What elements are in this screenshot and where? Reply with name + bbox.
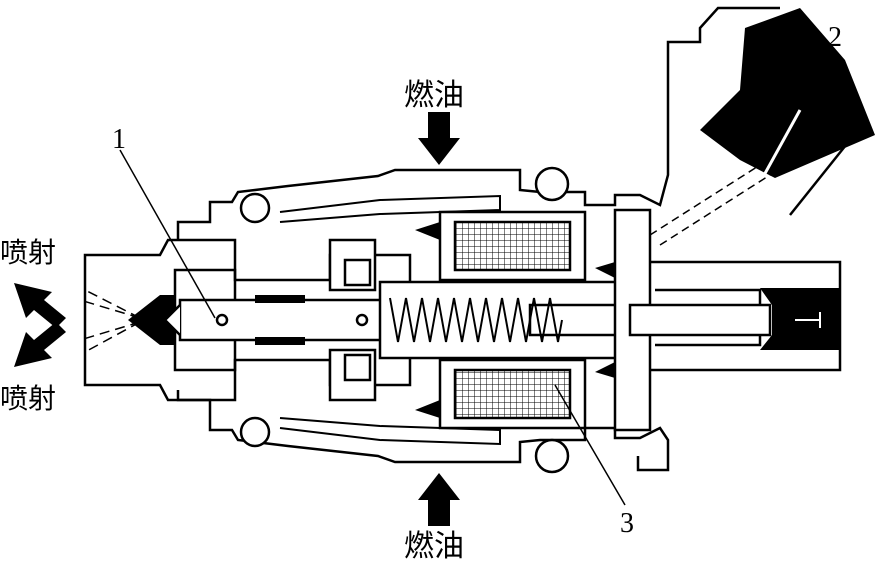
fuel-label-bottom: 燃油 [404,529,464,561]
callout-3: 3 [620,508,634,539]
fuel-passages [279,194,501,446]
fuel-arrow-top [418,112,460,165]
callout-1: 1 [112,124,126,155]
spray-arrow-bottom [14,322,66,367]
spray-arrow-top [14,283,66,328]
callout-2: 2 [828,22,842,53]
guide-blocks [328,238,377,402]
terminal-pin [795,312,821,328]
coil-seals [415,222,615,418]
fuel-label-top: 燃油 [404,78,464,113]
fuel-arrow-bottom [418,473,460,526]
seal-strips [255,295,305,345]
needle-valve [163,298,392,342]
electrical-connector [649,8,875,256]
core [613,208,772,432]
spray-label-bottom: 喷射 [0,382,56,415]
solenoid-coil [438,210,587,430]
callout-leaders [119,149,626,506]
spray-cone [79,289,141,353]
o-rings [239,166,570,474]
nozzle-tip [128,295,175,345]
return-spring [389,297,563,343]
spray-label-top: 喷射 [0,236,56,269]
